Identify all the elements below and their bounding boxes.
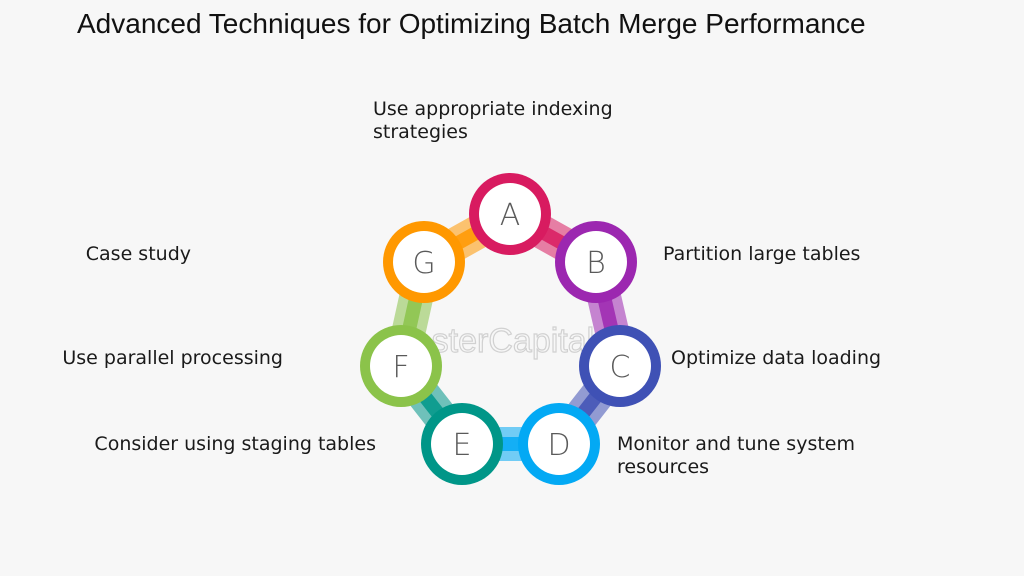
node-c: C: [579, 325, 661, 407]
node-face-a: [479, 183, 541, 245]
node-a: A: [469, 173, 551, 255]
page-title: Advanced Techniques for Optimizing Batch…: [77, 8, 866, 39]
node-face-e: [431, 413, 493, 475]
label-c: Optimize data loading: [671, 347, 882, 369]
node-letter-c: C: [610, 350, 631, 385]
ring-nodes: A B C D E F G: [360, 173, 661, 485]
node-letter-e: E: [453, 428, 472, 463]
node-letter-g: G: [412, 246, 435, 281]
label-g: Case study: [85, 243, 191, 265]
label-d: Monitor and tune system resources: [617, 433, 856, 478]
node-face-c: [589, 335, 651, 397]
node-letter-a: A: [500, 198, 521, 233]
label-b: Partition large tables: [663, 243, 861, 265]
label-e: Consider using staging tables: [94, 433, 376, 455]
node-face-g: [393, 231, 455, 293]
node-b: B: [555, 221, 637, 303]
node-g: G: [383, 221, 465, 303]
node-face-f: [370, 335, 432, 397]
label-a: Use appropriate indexing strategies: [373, 98, 613, 143]
node-e: E: [421, 403, 503, 485]
node-d: D: [518, 403, 600, 485]
node-letter-d: D: [547, 428, 570, 463]
node-face-d: [528, 413, 590, 475]
node-letter-b: B: [586, 246, 606, 281]
node-letter-f: F: [392, 350, 409, 385]
node-f: F: [360, 325, 442, 407]
node-face-b: [565, 231, 627, 293]
label-f: Use parallel processing: [62, 347, 283, 369]
